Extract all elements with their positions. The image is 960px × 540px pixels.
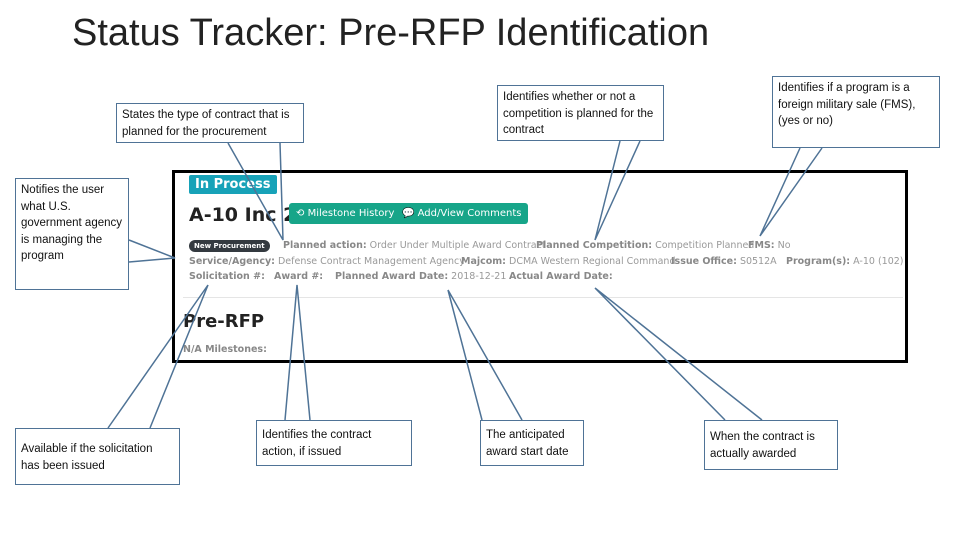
actual-award-date-label: Actual Award Date: bbox=[509, 271, 613, 282]
comment-icon: 💬 bbox=[402, 208, 418, 219]
fms-value: No bbox=[777, 240, 791, 251]
planned-action-label: Planned action: bbox=[283, 240, 367, 251]
solicitation-label: Solicitation #: bbox=[189, 271, 265, 282]
phase-title: Pre-RFP bbox=[183, 311, 265, 332]
divider bbox=[183, 297, 903, 298]
planned-competition: Competition Planned bbox=[655, 240, 755, 251]
planned-competition-label: Planned Competition: bbox=[536, 240, 653, 251]
programs-value: A-10 (102) bbox=[853, 256, 904, 267]
program-title: A-10 Inc 2 bbox=[189, 204, 297, 226]
planned-award-date: 2018-12-21 bbox=[451, 271, 507, 282]
majcom-label: Majcom: bbox=[461, 256, 506, 267]
callout-award: Identifies the contract action, if issue… bbox=[256, 420, 412, 466]
callout-planned-date: The anticipated award start date bbox=[480, 420, 584, 466]
issue-office-value: S0512A bbox=[739, 256, 777, 267]
milestones-label: N/A Milestones: bbox=[183, 344, 267, 355]
callout-solicitation: Available if the solicitation has been i… bbox=[15, 428, 180, 485]
programs-label: Program(s): bbox=[786, 256, 851, 267]
planned-award-date-label: Planned Award Date: bbox=[335, 271, 449, 282]
service-value: Defense Contract Management Agency bbox=[277, 256, 465, 267]
milestone-history-button[interactable]: ⟲ Milestone History bbox=[289, 203, 402, 224]
slide-title: Status Tracker: Pre-RFP Identification bbox=[72, 12, 710, 54]
service-label: Service/Agency: bbox=[189, 256, 275, 267]
callout-fms: Identifies if a program is a foreign mil… bbox=[772, 76, 940, 148]
majcom-value: DCMA Western Regional Command bbox=[509, 256, 676, 267]
planned-action: Order Under Multiple Award Contract bbox=[369, 240, 546, 251]
issue-office-label: Issue Office: bbox=[671, 256, 737, 267]
tracker-panel: In Process A-10 Inc 2 ⟲ Milestone Histor… bbox=[172, 170, 908, 363]
award-label: Award #: bbox=[274, 271, 324, 282]
procurement-tag: New Procurement bbox=[189, 240, 270, 252]
fms-label: FMS: bbox=[748, 240, 775, 251]
add-view-comments-button[interactable]: 💬 Add/View Comments bbox=[395, 203, 529, 224]
callout-contract-type: States the type of contract that is plan… bbox=[116, 103, 304, 143]
callout-agency: Notifies the user what U.S. government a… bbox=[15, 178, 129, 290]
callout-actual-date: When the contract is actually awarded bbox=[704, 420, 838, 470]
history-icon: ⟲ bbox=[296, 208, 308, 219]
callout-competition: Identifies whether or not a competition … bbox=[497, 85, 664, 141]
